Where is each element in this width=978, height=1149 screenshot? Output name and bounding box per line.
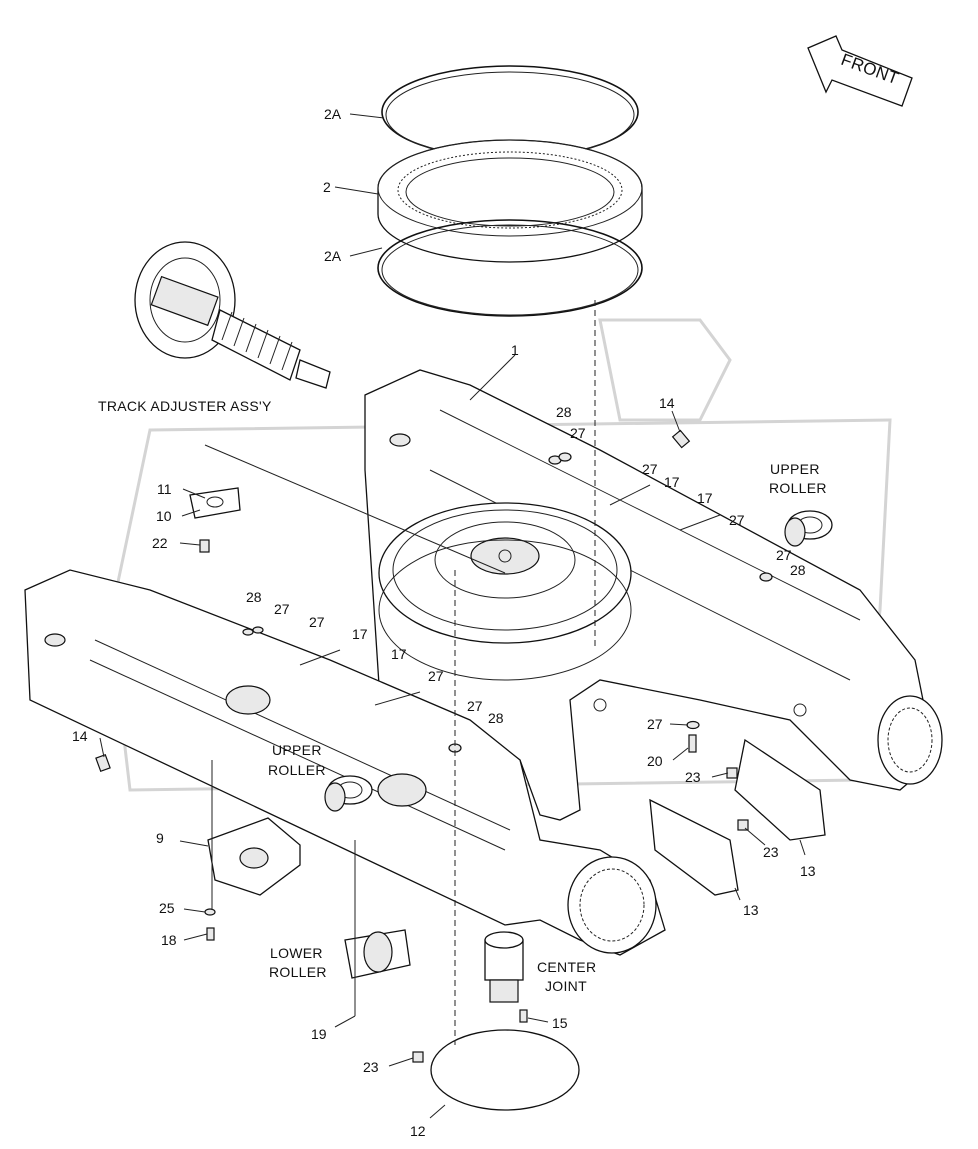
callout-2a-top: 2A (324, 106, 342, 122)
callout-23-c: 23 (363, 1059, 379, 1075)
track-adjuster-caption: TRACK ADJUSTER ASS'Y (98, 398, 272, 414)
lower-roller (344, 929, 411, 1016)
callout-17-b: 17 (697, 490, 713, 506)
callout-28-b: 28 (790, 562, 806, 578)
upper-roller-right-caption-1: UPPER (770, 461, 820, 477)
callout-17-c: 17 (352, 626, 368, 642)
callout-27-a: 27 (570, 425, 586, 441)
callout-numbers: 2A 2 2A 1 14 28 27 27 17 17 27 27 28 11 … (72, 106, 816, 1139)
callout-14-right: 14 (659, 395, 675, 411)
center-joint (484, 931, 524, 1003)
callout-2: 2 (323, 179, 331, 195)
upper-roller-right (784, 510, 833, 547)
callout-25: 25 (159, 900, 175, 916)
callout-28-a: 28 (556, 404, 572, 420)
swing-bearing-assembly (377, 65, 643, 317)
lower-roller-caption-1: LOWER (270, 945, 323, 961)
callout-11: 11 (157, 481, 172, 497)
fasteners (95, 429, 773, 1063)
center-joint-caption-1: CENTER (537, 959, 596, 975)
callout-2a-bottom: 2A (324, 248, 342, 264)
callout-13-b: 13 (743, 902, 759, 918)
cover-plate-right (734, 738, 826, 841)
callout-27-i: 27 (647, 716, 663, 732)
callout-27-d: 27 (776, 547, 792, 563)
cover-plate-middle (649, 798, 739, 896)
track-frame (24, 369, 943, 956)
callout-10: 10 (156, 508, 172, 524)
center-joint-caption-2: JOINT (545, 978, 587, 994)
seal-ring-lower (377, 219, 643, 317)
callout-17-a: 17 (664, 474, 680, 490)
callout-20: 20 (647, 753, 663, 769)
callout-18: 18 (161, 932, 177, 948)
callout-1: 1 (511, 342, 519, 358)
callout-9: 9 (156, 830, 164, 846)
bottom-cover-plate (430, 1029, 580, 1111)
callout-13-a: 13 (800, 863, 816, 879)
callout-14-left: 14 (72, 728, 88, 744)
upper-roller-left-caption-1: UPPER (272, 742, 322, 758)
callout-19: 19 (311, 1026, 327, 1042)
callout-12: 12 (410, 1123, 426, 1139)
callout-27-b: 27 (642, 461, 658, 477)
callout-23-a: 23 (685, 769, 701, 785)
callout-28-c: 28 (246, 589, 262, 605)
leader-lines (99, 113, 806, 1119)
upper-roller-left (324, 775, 373, 812)
callout-23-b: 23 (763, 844, 779, 860)
callout-27-c: 27 (729, 512, 745, 528)
callout-17-d: 17 (391, 646, 407, 662)
lower-roller-caption-2: ROLLER (269, 964, 327, 980)
upper-roller-right-caption-2: ROLLER (769, 480, 827, 496)
callout-28-d: 28 (488, 710, 504, 726)
callout-22: 22 (152, 535, 168, 551)
upper-roller-left-caption-2: ROLLER (268, 762, 326, 778)
callout-27-h: 27 (467, 698, 483, 714)
callout-15: 15 (552, 1015, 568, 1031)
front-arrow-icon: FRONT (807, 35, 913, 107)
callout-27-f: 27 (309, 614, 325, 630)
track-adjuster-assembly (134, 241, 331, 389)
callout-27-e: 27 (274, 601, 290, 617)
callout-27-g: 27 (428, 668, 444, 684)
